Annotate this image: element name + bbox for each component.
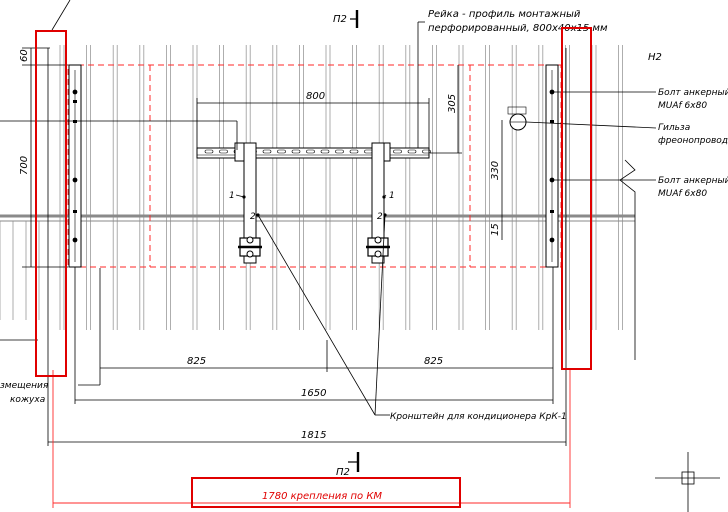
svg-text:800: 800: [306, 91, 325, 102]
svg-text:2: 2: [250, 212, 256, 222]
svg-text:Болт анкерный: Болт анкерный: [658, 88, 728, 98]
bracket-left: [234, 142, 262, 264]
svg-text:П2: П2: [333, 14, 347, 25]
red-label-box: [191, 477, 461, 508]
right-strip: [545, 64, 559, 268]
left-strip: [68, 64, 82, 268]
rail-slot: [349, 149, 359, 154]
horizontal-beam: [0, 214, 635, 222]
rail-slot: [422, 149, 431, 154]
highlight-right: [561, 27, 592, 370]
section-mark-bottom: П2: [336, 452, 360, 478]
bracket-note: Кронштейн для кондиционера КрК-1: [257, 214, 567, 422]
rail-slot: [393, 149, 402, 154]
svg-text:фреонопровода: фреонопровода: [658, 136, 728, 146]
dimension-lines: 800 305 330 15 60 700 825 825 1650 1815: [19, 47, 567, 446]
section-mark-top: П2: [333, 10, 359, 28]
red-label: 1780 крепления по КМ: [262, 491, 382, 502]
grid-mark: Н2: [648, 52, 662, 63]
rail-slot: [219, 149, 228, 154]
rail-slot: [277, 149, 286, 154]
svg-text:825: 825: [424, 356, 443, 367]
cover-note: змещения кожуха: [0, 120, 238, 405]
svg-text:1815: 1815: [301, 430, 326, 441]
rail-slot: [306, 149, 315, 154]
facade-panels: [0, 45, 623, 330]
break-line: [619, 159, 636, 360]
svg-text:330: 330: [490, 161, 501, 180]
pipe-sleeve-icon: [507, 106, 527, 131]
anchor-note-top: Болт анкерный MUAf 6х80: [552, 88, 728, 111]
highlight-left: [35, 30, 67, 377]
svg-text:700: 700: [19, 156, 30, 175]
anchor-note-bottom: Болт анкерный MUAf 6х80: [552, 176, 728, 199]
svg-text:Рейка - профиль монтажный: Рейка - профиль монтажный: [428, 9, 581, 20]
svg-text:змещения: змещения: [0, 381, 49, 391]
svg-text:2: 2: [377, 212, 383, 222]
svg-text:305: 305: [447, 94, 458, 113]
svg-text:1650: 1650: [301, 388, 326, 399]
red-dimension: [52, 370, 571, 508]
rail-slot: [291, 149, 301, 154]
svg-text:перфорированный, 800х40х15 мм: перфорированный, 800х40х15 мм: [428, 23, 608, 34]
crosshair-icon: [655, 452, 720, 512]
svg-text:15: 15: [490, 223, 501, 236]
svg-text:MUAf 6х80: MUAf 6х80: [658, 101, 707, 111]
rail-slot: [407, 149, 417, 154]
svg-text:1: 1: [229, 191, 235, 201]
svg-text:П2: П2: [336, 467, 350, 478]
rail-slot: [262, 149, 272, 154]
svg-text:Болт анкерный: Болт анкерный: [658, 176, 728, 186]
rail-slot: [204, 149, 214, 154]
svg-text:825: 825: [187, 356, 206, 367]
bracket-right: [366, 142, 391, 264]
svg-text:1: 1: [389, 191, 395, 201]
svg-text:Гильза: Гильза: [658, 123, 690, 133]
svg-text:Кронштейн для кондиционера КрК: Кронштейн для кондиционера КрК-1: [390, 412, 567, 422]
rail-slot: [320, 149, 330, 154]
svg-text:60: 60: [19, 49, 30, 62]
rail-slot: [335, 149, 344, 154]
svg-text:MUAf 6х80: MUAf 6х80: [658, 189, 707, 199]
mounting-rail: [196, 147, 431, 159]
leader-top-left: [51, 0, 71, 31]
rail-note: Рейка - профиль монтажный перфорированны…: [417, 9, 608, 148]
svg-text:кожуха: кожуха: [10, 395, 45, 405]
